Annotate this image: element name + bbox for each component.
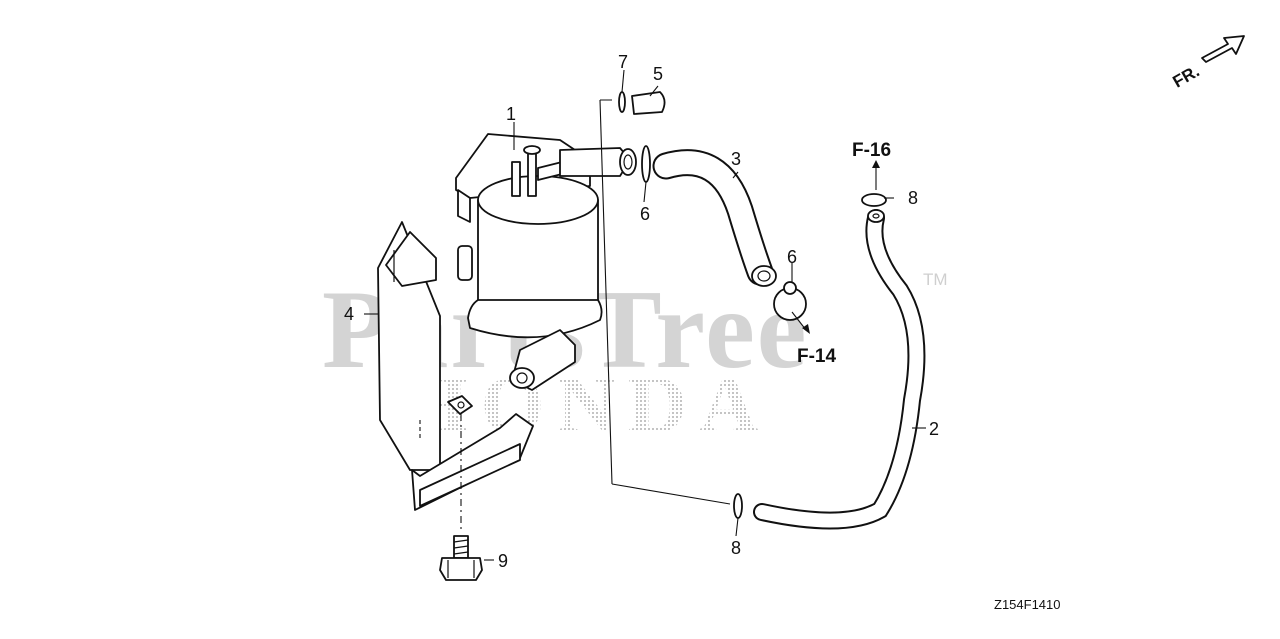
clip-6-lower: [773, 281, 807, 321]
callout-6-upper: 6: [640, 204, 650, 224]
reference-f14: F-14: [797, 346, 837, 367]
callout-7: 7: [618, 52, 628, 72]
callout-6-lower: 6: [787, 247, 797, 267]
callout-2: 2: [929, 419, 939, 439]
clip-8-lower: [733, 493, 743, 519]
callout-9: 9: [498, 551, 508, 571]
tube-2: [753, 209, 926, 530]
callout-8-lower: 8: [731, 538, 741, 558]
flange-bolt: [419, 414, 483, 581]
reference-f16: F-16: [852, 140, 891, 161]
callout-1: 1: [506, 104, 516, 124]
clip-7: [618, 91, 626, 113]
callout-3: 3: [731, 149, 741, 169]
front-direction-arrow: FR.: [1170, 35, 1245, 92]
callout-4: 4: [344, 304, 354, 324]
callout-5: 5: [653, 64, 663, 84]
callout-8-upper: 8: [908, 188, 918, 208]
hose-3: [652, 149, 777, 287]
leader-lines: [364, 69, 926, 561]
front-label: FR.: [1170, 61, 1203, 91]
watermark-trademark: TM: [923, 270, 948, 289]
clip-8-upper: [861, 193, 887, 207]
guard-bracket: [377, 221, 534, 511]
cap: [631, 91, 666, 115]
clip-6-upper: [641, 145, 651, 183]
canister: [455, 133, 637, 391]
diagram-code: Z154F1410: [994, 597, 1061, 612]
